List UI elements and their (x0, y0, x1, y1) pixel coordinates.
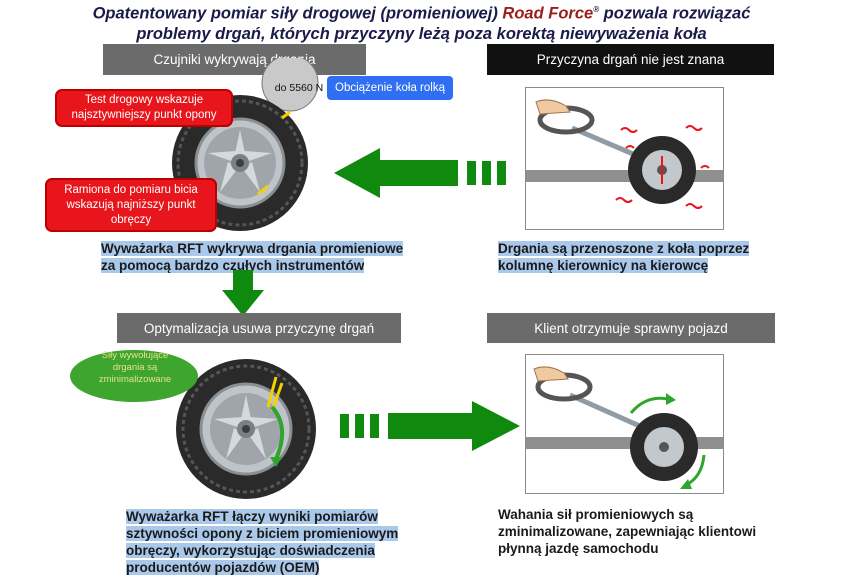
sensors-header: Czujniki wykrywają drgania (103, 44, 366, 75)
arrow-left-icon (334, 148, 506, 198)
title-line-2: problemy drgań, których przyczyny leżą p… (136, 24, 707, 43)
force-value: do 5560 N (274, 82, 324, 94)
cause-illustration (525, 87, 724, 230)
sensors-caption-line: Wyważarka RFT wykrywa drgania promieniow… (101, 241, 404, 256)
cause-caption-line: Drgania są przenoszone z koła poprzez (498, 241, 750, 256)
title-line-1: Opatentowany pomiar siły drogowej (promi… (0, 0, 843, 24)
steering-wheel-icon (526, 99, 723, 209)
road-test-callout: Test drogowy wskazuje najsztywniejszy pu… (55, 89, 233, 127)
title-text: Opatentowany pomiar siły drogowej (promi… (92, 4, 503, 23)
minimized-forces-label: Siły wywołujące drgania są zminimalizowa… (98, 350, 172, 385)
optimization-caption-line: producentów pojazdów (OEM) (126, 560, 320, 575)
sensors-caption-line: za pomocą bardzo czułych instrumentów (101, 258, 365, 273)
client-header: Klient otrzymuje sprawny pojazd (487, 313, 775, 343)
client-caption-line: zminimalizowane, zapewniając klientowi (498, 524, 757, 539)
brand-name: Road Force (502, 4, 594, 23)
client-caption-line: Wahania sił promieniowych są (498, 507, 694, 522)
brand-mark: ® (593, 5, 600, 14)
tire-icon (176, 359, 316, 499)
runout-arms-callout: Ramiona do pomiaru bicia wskazują najniż… (45, 178, 217, 232)
optimization-caption-line: sztywności opony z biciem promieniowym (126, 526, 399, 541)
title-text-end: pozwala rozwiązać (599, 4, 751, 23)
cause-header: Przyczyna drgań nie jest znana (487, 44, 774, 75)
hand-icon (533, 366, 569, 382)
client-caption: Wahania sił promieniowych są zminimalizo… (498, 506, 788, 557)
optimization-header: Optymalizacja usuwa przyczynę drgań (117, 313, 401, 343)
arrow-down-icon (222, 270, 264, 316)
load-badge: Obciążenie koła rolką (327, 76, 453, 100)
optimization-caption-line: obręczy, wykorzystując doświadczenia (126, 543, 375, 558)
cause-caption: Drgania są przenoszone z koła poprzez ko… (498, 240, 788, 274)
minimized-forces-ellipse (70, 350, 198, 402)
optimization-caption-line: Wyważarka RFT łączy wyniki pomiarów (126, 509, 378, 524)
cause-caption-line: kolumnę kierownicy na kierowcę (498, 258, 709, 273)
hand-icon (535, 99, 571, 115)
optimization-caption: Wyważarka RFT łączy wyniki pomiarów szty… (126, 508, 426, 576)
client-illustration (525, 354, 724, 494)
page-title: Opatentowany pomiar siły drogowej (promi… (0, 0, 843, 44)
arrow-right-icon (340, 401, 520, 451)
sensors-caption: Wyważarka RFT wykrywa drgania promieniow… (101, 240, 431, 274)
steering-wheel-icon (526, 366, 723, 489)
client-caption-line: płynną jazdę samochodu (498, 541, 659, 556)
